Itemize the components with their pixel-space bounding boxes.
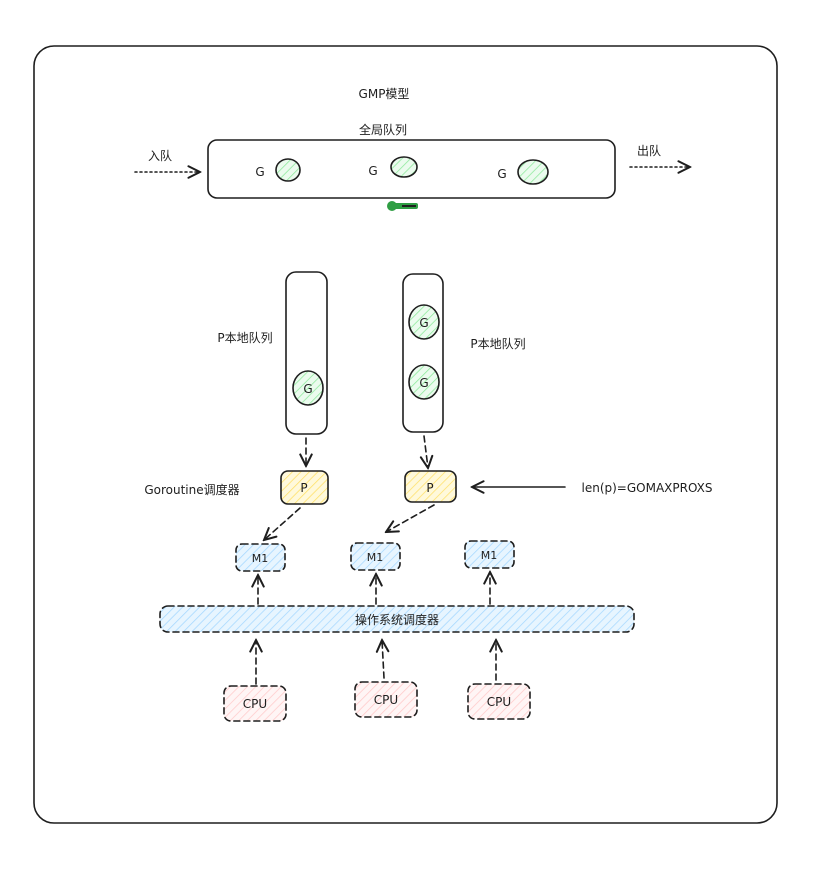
processor-right-label: P — [426, 481, 433, 495]
global-queue-label: 全局队列 — [359, 122, 407, 137]
global-queue — [207, 139, 616, 199]
p-to-m-arrow-left — [264, 507, 301, 540]
cpu-1-label: CPU — [243, 697, 267, 711]
cpu-1 — [223, 685, 287, 722]
cpu-to-os-arrow-2 — [382, 640, 384, 679]
global-goroutine-3 — [517, 159, 549, 185]
cpu-3-label: CPU — [487, 695, 511, 709]
processor-right — [404, 470, 457, 503]
local-goroutine-right-1 — [408, 304, 440, 340]
global-goroutine-1 — [275, 158, 301, 182]
local-queue-left — [285, 271, 328, 435]
key-icon — [387, 201, 418, 211]
global-goroutine-label-2: G — [368, 164, 377, 178]
cpu-2-label: CPU — [374, 693, 398, 707]
machine-2 — [350, 542, 401, 571]
local-goroutine-right-2 — [408, 364, 440, 400]
queue-to-p-arrow-right — [424, 435, 428, 468]
machine-2-label: M1 — [367, 551, 384, 564]
diagram-frame — [33, 45, 778, 824]
processor-left — [280, 470, 329, 505]
local-goroutine-left-label: G — [303, 382, 312, 396]
local-queue-right — [402, 273, 444, 433]
p-to-m-arrow-right — [386, 504, 435, 532]
enqueue-label: 入队 — [148, 148, 172, 163]
global-goroutine-2 — [390, 156, 418, 178]
machine-1 — [235, 543, 286, 572]
cpu-2 — [354, 681, 418, 718]
local-queue-label-left: P本地队列 — [217, 330, 272, 345]
local-goroutine-right-1-label: G — [419, 316, 428, 330]
global-goroutine-label-3: G — [497, 167, 506, 181]
dequeue-label: 出队 — [637, 143, 661, 158]
cpu-3 — [467, 683, 531, 720]
global-goroutine-label-1: G — [255, 165, 264, 179]
machine-3-label: M1 — [481, 549, 498, 562]
diagram-title: GMP模型 — [359, 87, 410, 101]
machine-1-label: M1 — [252, 552, 269, 565]
os-scheduler-label: 操作系统调度器 — [355, 612, 439, 627]
local-queue-label-right: P本地队列 — [470, 336, 525, 351]
os-scheduler — [159, 605, 635, 633]
goroutine-scheduler-label: Goroutine调度器 — [144, 482, 239, 497]
gomaxprocs-formula: len(p)=GOMAXPROXS — [582, 481, 713, 495]
processor-left-label: P — [300, 481, 307, 495]
local-goroutine-left — [292, 370, 324, 406]
local-goroutine-right-2-label: G — [419, 376, 428, 390]
machine-3 — [464, 540, 515, 569]
